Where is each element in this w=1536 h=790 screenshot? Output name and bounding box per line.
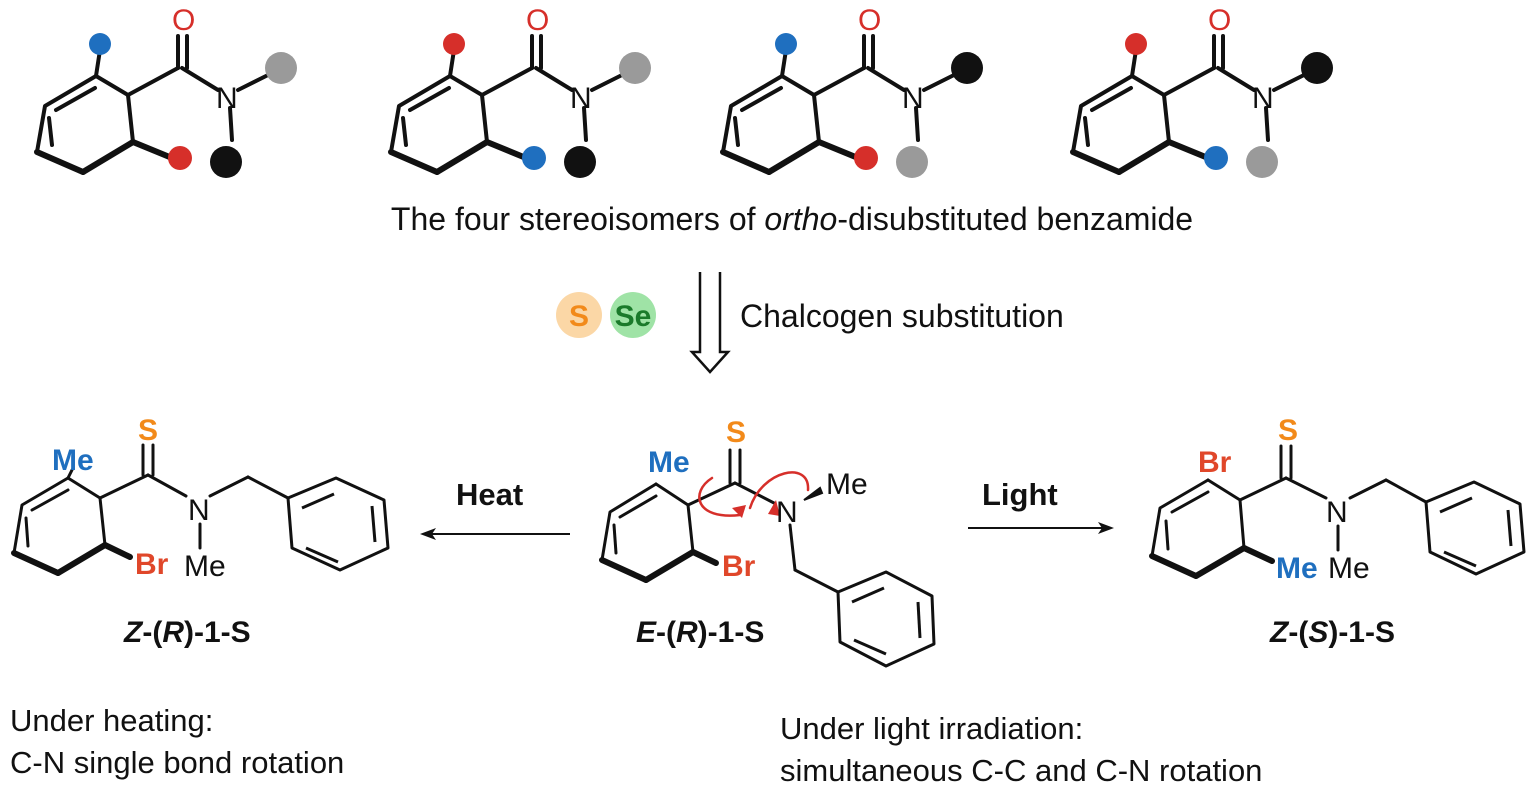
n-methyl-label: Me: [184, 550, 226, 583]
oxygen-label: O: [1208, 4, 1231, 37]
substituent-dot-blue: [1204, 146, 1228, 170]
rotation-arrows: [698, 471, 810, 517]
compound-name-e-r: E-(R)-1-S: [636, 616, 764, 649]
benzyl-ring: [286, 476, 390, 572]
sulfur-label: S: [138, 414, 158, 447]
sulfur-badge: [556, 292, 602, 338]
name-suffix: )-1-S: [1328, 616, 1395, 649]
methyl-label: Me: [648, 446, 690, 479]
down-hollow-arrow: [689, 272, 731, 374]
isomers-caption: The four stereoisomers of ortho-disubsti…: [391, 201, 1193, 237]
name-config: S: [1308, 616, 1328, 649]
name-paren: -(: [656, 616, 676, 649]
benzyl-ring: [1424, 480, 1526, 576]
nitrogen-label: N: [1252, 82, 1274, 115]
isomer-3: O N: [720, 4, 983, 178]
compound-name-z-r: Z-(R)-1-S: [123, 616, 251, 649]
bromine-label: Br: [722, 550, 756, 583]
rotation-arrowhead: [732, 505, 746, 518]
substituent-dot-black: [951, 52, 983, 84]
rotation-arrowhead: [768, 500, 780, 516]
substituent-dot-blue: [522, 146, 546, 170]
bromine-label: Br: [135, 548, 169, 581]
benzene-ring: [34, 74, 136, 175]
heating-note-line1: Under heating:: [10, 703, 213, 738]
substituent-dot-gray: [896, 146, 928, 178]
substituent-dot-red: [1125, 33, 1147, 55]
nitrogen-label: N: [1326, 496, 1348, 529]
substituent-dot-red: [168, 146, 192, 170]
bromine-label: Br: [1198, 446, 1232, 479]
selenium-badge-label: Se: [615, 300, 652, 333]
methyl-label: Me: [1276, 552, 1318, 585]
isomer-2: O N: [388, 4, 651, 178]
nitrogen-label: N: [902, 82, 924, 115]
sulfur-label: S: [1278, 414, 1298, 447]
nitrogen-label: N: [216, 82, 238, 115]
substituent-dot-black: [564, 146, 596, 178]
sulfur-badge-label: S: [569, 300, 589, 333]
caption-prefix: The four stereoisomers of: [391, 201, 764, 237]
isomer-4: O N: [1070, 4, 1333, 178]
sulfur-label: S: [726, 416, 746, 449]
selenium-badge: [610, 292, 656, 338]
chalcogen-badges: S Se: [556, 292, 656, 338]
name-isomer: Z: [123, 616, 144, 649]
nitrogen-label: N: [188, 494, 210, 527]
molecule-z-s: S Br Me N Me Z-(S)-1-S: [1149, 414, 1526, 649]
name-isomer: E: [636, 616, 657, 649]
compound-name-z-s: Z-(S)-1-S: [1269, 616, 1395, 649]
light-note-line2: simultaneous C-C and C-N rotation: [780, 753, 1262, 788]
name-config: R: [676, 616, 698, 649]
substituent-dot-red: [443, 33, 465, 55]
isomer-1: O N: [34, 4, 297, 178]
oxygen-label: O: [526, 4, 549, 37]
light-arrow: [968, 522, 1114, 534]
methyl-label: Me: [52, 444, 94, 477]
substituent-dot-blue: [775, 33, 797, 55]
oxygen-label: O: [172, 4, 195, 37]
substitution-label: Chalcogen substitution: [740, 298, 1064, 334]
wedge-bond: [803, 486, 824, 501]
heating-note-line2: C-N single bond rotation: [10, 745, 344, 780]
substituent-dot-gray: [265, 52, 297, 84]
n-methyl-label: Me: [1328, 552, 1370, 585]
name-isomer: Z: [1269, 616, 1290, 649]
name-paren: -(: [142, 616, 162, 649]
benzyl-ring: [836, 570, 936, 668]
light-note-line1: Under light irradiation:: [780, 711, 1083, 746]
nitrogen-label: N: [570, 82, 592, 115]
heat-arrow: [420, 528, 570, 540]
substituent-dot-black: [210, 146, 242, 178]
name-paren: -(: [1288, 616, 1308, 649]
oxygen-label: O: [858, 4, 881, 37]
name-config: R: [162, 616, 184, 649]
molecule-e-r: S Me Br N Me E-(R)-1-S: [599, 416, 936, 668]
n-methyl-label: Me: [826, 468, 868, 501]
substituent-dot-gray: [1246, 146, 1278, 178]
nitrogen-label: N: [776, 496, 798, 529]
name-suffix: )-1-S: [698, 616, 765, 649]
substituent-dot-blue: [89, 33, 111, 55]
caption-suffix: -disubstituted benzamide: [837, 201, 1193, 237]
substituent-dot-gray: [619, 52, 651, 84]
light-label: Light: [982, 477, 1058, 512]
heat-label: Heat: [456, 477, 523, 512]
substituent-dot-red: [854, 146, 878, 170]
substituent-dot-black: [1301, 52, 1333, 84]
molecule-z-r: S Me Br N Me Z-(R)-1-S: [11, 414, 390, 649]
name-suffix: )-1-S: [184, 616, 251, 649]
caption-italic: ortho: [764, 201, 837, 237]
